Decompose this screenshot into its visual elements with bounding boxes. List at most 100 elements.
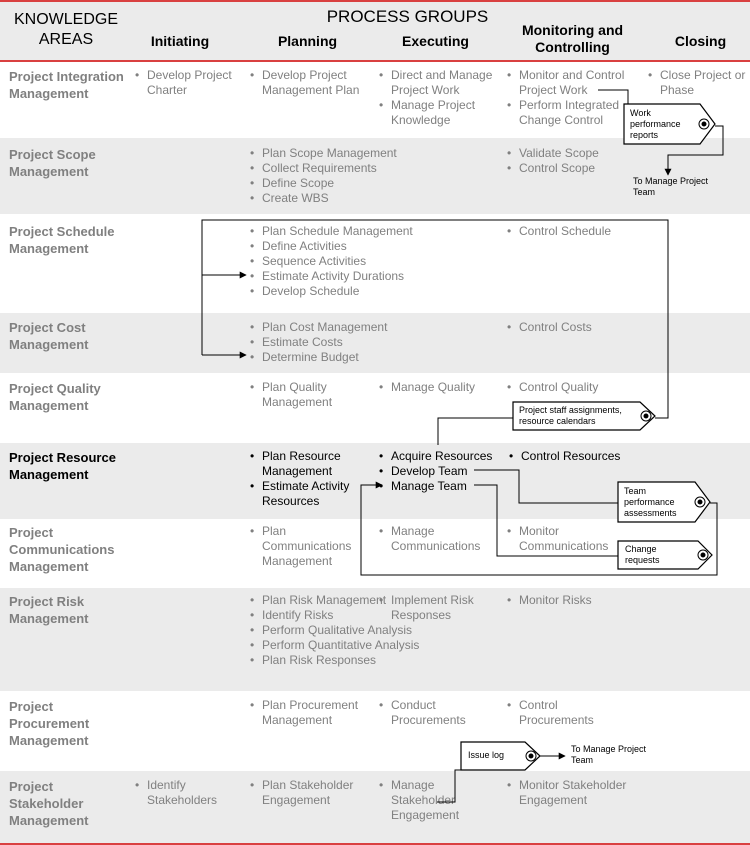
process-item: Plan Schedule Management	[250, 224, 440, 239]
col-initiating: Initiating	[150, 33, 210, 49]
scope-monitoring: Validate Scope Control Scope	[507, 146, 632, 176]
area-resource: Project Resource Management	[9, 450, 116, 482]
area-quality: Project Quality Management	[9, 381, 101, 413]
process-item: Collect Requirements	[250, 161, 430, 176]
process-item: Monitor Risks	[507, 593, 632, 608]
tag-label-team-assessments: Team performance assessments	[624, 486, 677, 518]
area-cost: Project Cost Management	[9, 320, 89, 352]
area-stakeholder: Project Stakeholder Management	[9, 779, 89, 828]
procurement-monitoring: Control Procurements	[507, 698, 607, 728]
process-item: Monitor and Control Project Work	[507, 68, 632, 98]
process-item: Monitor Communications	[507, 524, 622, 554]
label-to-manage-team-1: To Manage Project Team	[633, 176, 709, 197]
risk-planning: Plan Risk Management Identify Risks Perf…	[250, 593, 440, 668]
process-item: Develop Project Charter	[135, 68, 240, 98]
process-item: Identify Stakeholders	[135, 778, 235, 808]
stakeholder-executing: Manage Stakeholder Engagement	[379, 778, 469, 823]
process-item: Close Project or Phase	[648, 68, 748, 98]
integration-executing: Direct and Manage Project Work Manage Pr…	[379, 68, 504, 128]
cost-monitoring: Control Costs	[507, 320, 632, 335]
process-item: Control Schedule	[507, 224, 632, 239]
col-closing: Closing	[674, 33, 727, 49]
process-item: Develop Team	[379, 464, 504, 479]
process-item: Define Scope	[250, 176, 430, 191]
connector-line	[437, 769, 461, 803]
area-integration: Project Integration Management	[9, 69, 124, 101]
tag-label-staff-assignments: Project staff assignments, resource cale…	[519, 405, 622, 426]
process-item: Perform Qualitative Analysis	[250, 623, 440, 638]
tag-staff-assignments	[512, 401, 656, 431]
header-rule	[0, 60, 750, 62]
tag-team-assessments	[617, 481, 711, 523]
connector-line	[437, 417, 513, 445]
integration-planning: Develop Project Management Plan	[250, 68, 370, 98]
communications-planning: Plan Communications Management	[250, 524, 355, 569]
process-item: Conduct Procurements	[379, 698, 479, 728]
process-item: Manage Communications	[379, 524, 494, 554]
integration-initiating: Develop Project Charter	[135, 68, 240, 98]
process-item: Sequence Activities	[250, 254, 440, 269]
process-item: Estimate Activity Durations	[250, 269, 440, 284]
process-item: Manage Stakeholder Engagement	[379, 778, 469, 823]
process-item: Identify Risks	[250, 608, 440, 623]
risk-executing: Implement Risk Responses	[379, 593, 489, 623]
connector-line	[201, 219, 669, 419]
process-item: Control Scope	[507, 161, 632, 176]
tag-label-change-requests: Change requests	[625, 544, 660, 565]
connector-line	[474, 484, 618, 557]
process-item: Plan Communications Management	[250, 524, 355, 569]
process-item: Validate Scope	[507, 146, 632, 161]
col-executing: Executing	[402, 33, 469, 49]
resource-planning: Plan Resource Management Estimate Activi…	[250, 449, 365, 509]
process-item: Perform Quantitative Analysis	[250, 638, 440, 653]
area-scope: Project Scope Management	[9, 147, 96, 179]
process-item: Control Resources	[509, 449, 639, 464]
quality-monitoring: Control Quality	[507, 380, 632, 395]
process-item: Plan Resource Management	[250, 449, 365, 479]
tag-change-requests	[617, 540, 713, 570]
integration-monitoring: Monitor and Control Project Work Perform…	[507, 68, 632, 128]
process-item: Plan Stakeholder Engagement	[250, 778, 365, 808]
process-item: Create WBS	[250, 191, 430, 206]
connector-line	[474, 469, 618, 504]
schedule-monitoring: Control Schedule	[507, 224, 632, 239]
tag-label-work-performance: Work performance reports	[630, 108, 681, 140]
quality-executing: Manage Quality	[379, 380, 504, 395]
cost-planning: Plan Cost Management Estimate Costs Dete…	[250, 320, 430, 365]
tag-issue-log	[460, 741, 541, 771]
connector-arrow	[664, 125, 724, 176]
process-item: Plan Cost Management	[250, 320, 430, 335]
process-item: Plan Quality Management	[250, 380, 350, 410]
risk-monitoring: Monitor Risks	[507, 593, 632, 608]
tag-work-performance-reports	[623, 103, 716, 145]
bottom-rule	[0, 843, 750, 845]
schedule-planning: Plan Schedule Management Define Activiti…	[250, 224, 440, 299]
col-monitoring: Monitoring and Controlling	[521, 22, 624, 55]
process-groups-title: PROCESS GROUPS	[326, 7, 489, 26]
process-item: Control Procurements	[507, 698, 607, 728]
resource-executing: Acquire Resources Develop Team Manage Te…	[379, 449, 504, 494]
knowledge-areas-title: KNOWLEDGE AREAS	[13, 11, 118, 48]
process-item: Define Activities	[250, 239, 440, 254]
communications-monitoring: Monitor Communications	[507, 524, 622, 554]
area-procurement: Project Procurement Management	[9, 699, 90, 748]
process-item: Monitor Stakeholder Engagement	[507, 778, 637, 808]
area-schedule: Project Schedule Management	[9, 224, 115, 256]
area-communications: Project Communications Management	[9, 525, 115, 574]
connector-line	[598, 89, 629, 105]
procurement-planning: Plan Procurement Management	[250, 698, 370, 728]
top-rule	[0, 0, 750, 2]
process-item: Control Costs	[507, 320, 632, 335]
process-item: Estimate Activity Resources	[250, 479, 365, 509]
process-item: Manage Project Knowledge	[379, 98, 504, 128]
communications-executing: Manage Communications	[379, 524, 494, 554]
process-item: Develop Project Management Plan	[250, 68, 370, 98]
process-item: Implement Risk Responses	[379, 593, 489, 623]
col-planning: Planning	[277, 33, 338, 49]
process-item: Acquire Resources	[379, 449, 504, 464]
process-item: Estimate Costs	[250, 335, 430, 350]
process-item: Control Quality	[507, 380, 632, 395]
label-to-manage-team-2: To Manage Project Team	[571, 744, 647, 765]
process-item: Plan Scope Management	[250, 146, 430, 161]
stakeholder-monitoring: Monitor Stakeholder Engagement	[507, 778, 637, 808]
